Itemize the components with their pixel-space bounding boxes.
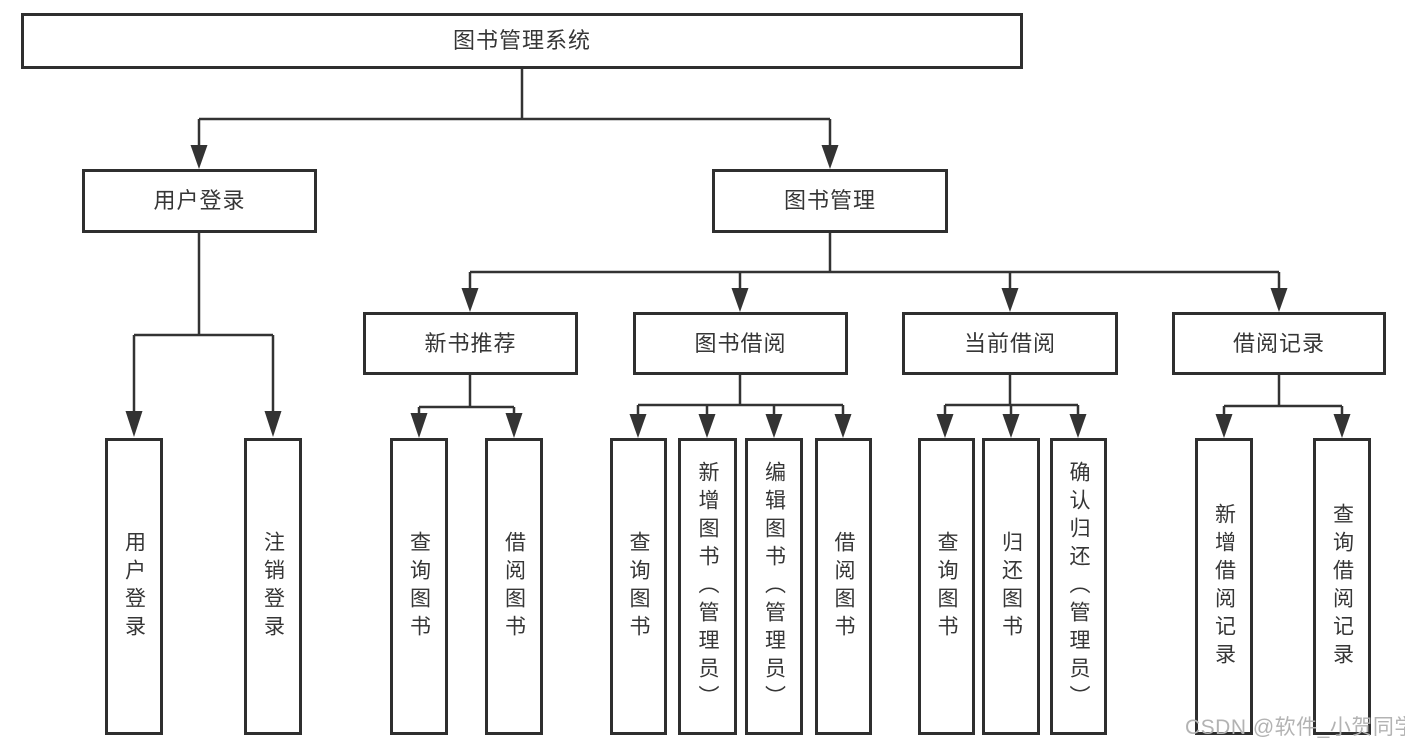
arrowheads [125, 145, 1351, 438]
leaf-user-login: 用户登录 [105, 438, 163, 735]
node-borrow-records: 借阅记录 [1172, 312, 1386, 375]
leaf-current-confirm-return-admin: 确认归还（管理员） [1050, 438, 1107, 735]
node-book-borrow: 图书借阅 [633, 312, 848, 375]
leaf-borrow-add-books-admin-label: 新增图书（管理员） [696, 460, 719, 713]
leaf-borrow-edit-books-admin: 编辑图书（管理员） [745, 438, 803, 735]
leaf-newrec-query-books-label: 查询图书 [407, 530, 431, 643]
leaf-current-return-books-label: 归还图书 [999, 530, 1023, 643]
node-new-book-recommend-label: 新书推荐 [424, 330, 517, 356]
csdn-watermark: CSDN @软件_小贺同学 [1185, 716, 1405, 739]
leaf-borrow-borrow-books: 借阅图书 [815, 438, 872, 735]
leaf-newrec-borrow-books-label: 借阅图书 [502, 530, 526, 643]
leaf-logout: 注销登录 [244, 438, 302, 735]
leaf-borrow-query-books: 查询图书 [610, 438, 667, 735]
leaf-borrow-add-books-admin: 新增图书（管理员） [678, 438, 737, 735]
node-user-login: 用户登录 [82, 169, 317, 233]
leaf-borrow-query-books-label: 查询图书 [627, 530, 650, 643]
leaf-user-login-label: 用户登录 [122, 530, 146, 643]
node-book-borrow-label: 图书借阅 [694, 330, 787, 356]
node-user-login-label: 用户登录 [153, 188, 246, 213]
leaf-borrow-borrow-books-label: 借阅图书 [832, 530, 855, 643]
leaf-current-query-books-label: 查询图书 [935, 530, 958, 643]
leaf-records-add-record: 新增借阅记录 [1195, 438, 1253, 735]
node-new-book-recommend: 新书推荐 [363, 312, 578, 375]
node-root-label: 图书管理系统 [452, 28, 591, 53]
node-book-management: 图书管理 [712, 169, 948, 233]
leaf-borrow-edit-books-admin-label: 编辑图书（管理员） [762, 460, 786, 713]
node-current-borrow-label: 当前借阅 [963, 330, 1056, 356]
node-borrow-records-label: 借阅记录 [1232, 330, 1325, 356]
leaf-logout-label: 注销登录 [261, 530, 285, 643]
leaf-newrec-query-books: 查询图书 [390, 438, 448, 735]
node-book-management-label: 图书管理 [783, 188, 876, 213]
leaf-newrec-borrow-books: 借阅图书 [485, 438, 543, 735]
leaf-current-query-books: 查询图书 [918, 438, 975, 735]
node-current-borrow: 当前借阅 [902, 312, 1118, 375]
leaf-current-confirm-return-admin-label: 确认归还（管理员） [1067, 460, 1090, 713]
leaf-records-query-record-label: 查询借阅记录 [1330, 502, 1354, 671]
leaf-current-return-books: 归还图书 [982, 438, 1040, 735]
leaf-records-query-record: 查询借阅记录 [1313, 438, 1371, 735]
leaf-records-add-record-label: 新增借阅记录 [1212, 502, 1236, 671]
node-root: 图书管理系统 [21, 13, 1023, 69]
